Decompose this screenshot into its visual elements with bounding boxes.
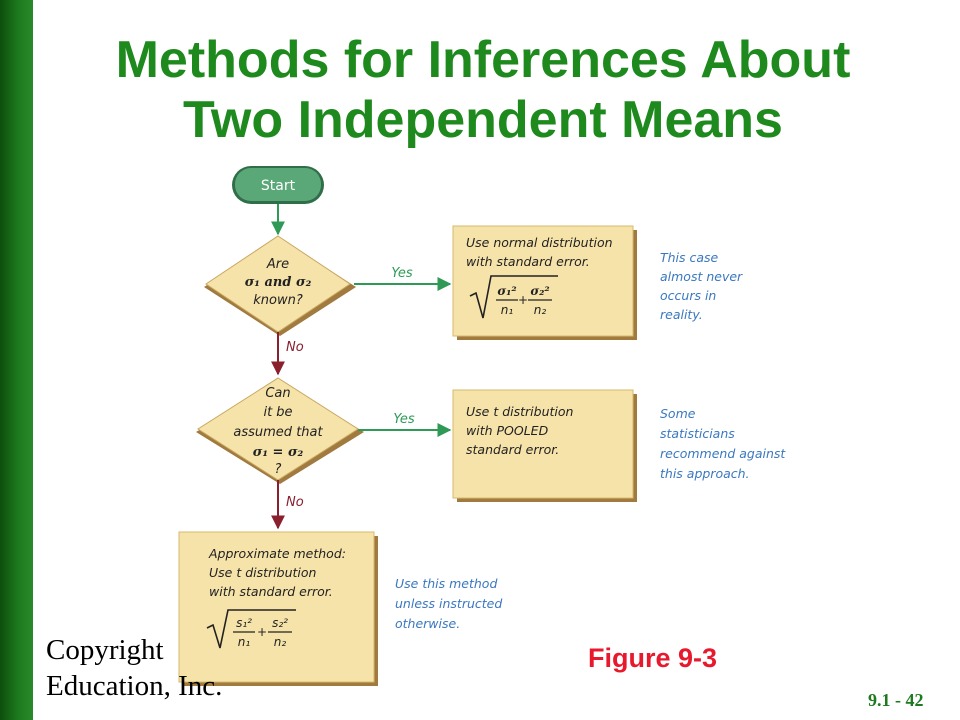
box-normal-distribution: Use normal distribution with standard er…	[452, 225, 637, 340]
decision-sigmas-known: Are σ₁ and σ₂ known?	[204, 235, 356, 336]
note2-line-1: Some	[660, 406, 696, 421]
note-use-this-method: Use this method unless instructed otherw…	[395, 576, 502, 631]
box1-plus: +	[518, 293, 528, 307]
q2-line-3: assumed that	[233, 425, 323, 440]
note1-line-3: occurs in	[660, 288, 716, 303]
box3-line-2: Use t distribution	[209, 565, 317, 580]
title-line-2: Two Independent Means	[183, 91, 783, 149]
box1-den1: n₁	[501, 303, 514, 317]
box3-line-1: Approximate method:	[208, 546, 346, 561]
box3-sqrt-sign	[206, 609, 296, 649]
note1-line-4: reality.	[660, 307, 703, 322]
note3-line-1: Use this method	[395, 576, 497, 591]
box1-sqrt-sign	[469, 275, 558, 319]
q1-line-3: known?	[253, 293, 303, 308]
copyright-line-2: Education, Inc.	[46, 670, 223, 702]
figure-label: Figure 9-3	[588, 643, 718, 673]
box1-num2: σ₂²	[530, 284, 549, 298]
box1-line-2: with standard error.	[466, 254, 590, 269]
box3-num1: s₁²	[236, 616, 252, 630]
slide-title: Methods for Inferences About Two Indepen…	[33, 30, 933, 150]
box1-den2: n₂	[534, 303, 547, 317]
q2-line-2: it be	[263, 405, 292, 420]
copyright-line-1: Copyright	[46, 634, 164, 666]
q2-line-4: σ₁ = σ₂	[253, 445, 304, 460]
q1-no-label: No	[286, 340, 304, 355]
note2-line-4: this approach.	[660, 466, 750, 481]
box3-plus: +	[257, 625, 267, 639]
note1-line-1: This case	[660, 250, 719, 265]
box3-num2: s₂²	[272, 616, 288, 630]
page-number: 9.1 - 42	[868, 690, 924, 710]
box-approximate-method: Approximate method: Use t distribution w…	[178, 531, 378, 686]
q1-yes-label: Yes	[391, 266, 413, 281]
q2-line-5: ?	[275, 462, 282, 477]
box1-num1: σ₁²	[497, 284, 516, 298]
box2-line-3: standard error.	[466, 442, 559, 457]
box2-line-1: Use t distribution	[466, 404, 574, 419]
box2-line-2: with POOLED	[466, 423, 549, 438]
note3-line-3: otherwise.	[395, 616, 460, 631]
note3-line-2: unless instructed	[395, 596, 502, 611]
q1-line-2: σ₁ and σ₂	[245, 275, 312, 290]
note2-line-3: recommend against	[660, 446, 786, 461]
start-node: Start	[232, 166, 324, 204]
decision-sigmas-equal: Can it be assumed that σ₁ = σ₂ ?	[196, 377, 364, 484]
note1-line-2: almost never	[660, 269, 743, 284]
q1-line-1: Are	[266, 257, 289, 272]
box3-line-3: with standard error.	[209, 584, 333, 599]
box1-line-1: Use normal distribution	[466, 235, 613, 250]
q2-line-1: Can	[265, 386, 290, 401]
title-line-1: Methods for Inferences About	[115, 31, 851, 89]
left-sidebar-bar	[0, 0, 33, 720]
note-recommend-against: Some statisticians recommend against thi…	[660, 406, 786, 481]
box3-den2: n₂	[274, 635, 287, 649]
copyright-notice: Copyright Education, Inc.	[46, 632, 222, 704]
box3-den1: n₁	[238, 635, 251, 649]
q2-no-label: No	[286, 495, 304, 510]
box-pooled-t: Use t distribution with POOLED standard …	[452, 389, 637, 502]
note-never-occurs: This case almost never occurs in reality…	[660, 250, 743, 322]
q2-yes-label: Yes	[393, 412, 415, 427]
start-label: Start	[261, 178, 296, 194]
note2-line-2: statisticians	[660, 426, 735, 441]
